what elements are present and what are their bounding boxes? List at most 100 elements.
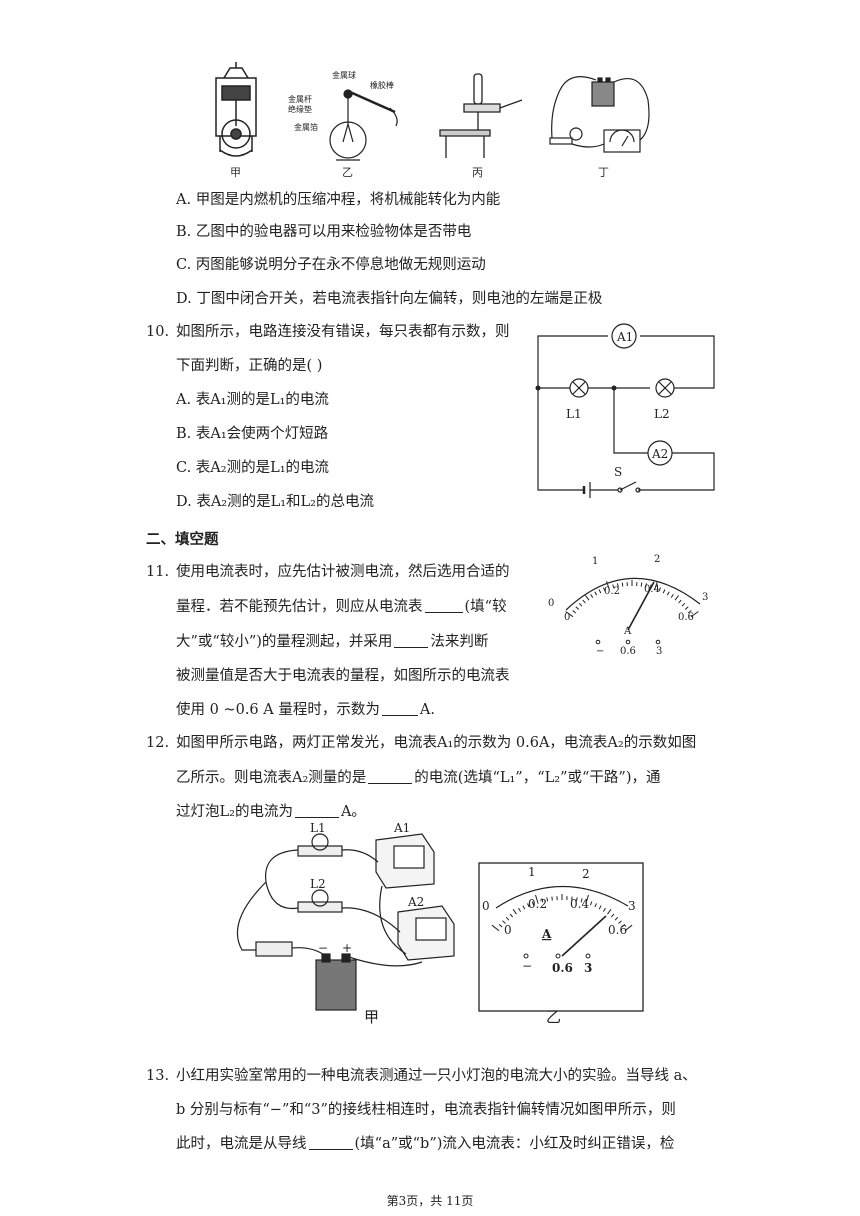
q12-scale-tick [505, 916, 510, 921]
q13-number: 13. [146, 1068, 170, 1084]
q11-scale-tick [575, 606, 580, 610]
q10-label-l1: L1 [566, 407, 582, 421]
test-tube-figure [439, 73, 523, 158]
q12-scale-tick [624, 924, 633, 932]
q11-scale-tick [674, 595, 680, 601]
q11-terminal-06: 0.6 [620, 646, 636, 657]
q11-line-3: 大”或“较小”)的量程测起，并采用法来判断 [176, 633, 489, 650]
q11-scale-tick [670, 594, 674, 598]
q10-line-1: 如图所示，电路连接没有错误，每只表都有示数，则 [176, 324, 510, 340]
q11-terminal-3: 3 [656, 646, 662, 657]
q12-caption-jia: 甲 [364, 1008, 380, 1026]
q11-scale-tick [662, 589, 666, 594]
q11-scale-tick [666, 591, 670, 596]
q11-blank-2[interactable] [394, 633, 429, 648]
q11-scale-tick [590, 594, 594, 598]
q11-scale-tick [640, 582, 643, 587]
q12-big-tick-3: 3 [628, 899, 636, 913]
q12-label-pos: + [342, 941, 352, 955]
q12-scale-tick [585, 894, 589, 904]
battery-meter-figure [549, 76, 650, 153]
q11-blank-3[interactable] [381, 701, 418, 716]
svg-text:绝缘垫: 绝缘垫 [288, 104, 312, 114]
q12-scale-tick [621, 924, 626, 928]
q12-scale-tick [502, 920, 506, 924]
q12-scale-tick [518, 907, 522, 912]
q11-scale-tick [565, 611, 574, 618]
q12-scale-tick [531, 901, 535, 906]
q11-scale-tick [621, 582, 624, 587]
q10-number: 10. [146, 324, 170, 340]
q11-number: 11. [146, 564, 170, 580]
q12-scale-tick [580, 898, 583, 903]
svg-text:金属箔: 金属箔 [294, 122, 318, 132]
q10-option-c: C. 表A₂测的是L₁的电流 [176, 460, 330, 476]
q11-scale-tick [582, 599, 586, 604]
svg-text:丙: 丙 [472, 166, 483, 179]
q12-scale-tick [618, 920, 622, 924]
top-figure-captions: 甲 乙 丙 丁 [230, 166, 609, 179]
q11-big-tick-3: 3 [702, 592, 708, 603]
section-title: 二、填空题 [146, 531, 219, 548]
q12-big-tick-0: 0 [482, 899, 490, 913]
q9-option-b: B. 乙图中的验电器可以用来检验物体是否带电 [176, 224, 472, 240]
q10-label-s: S [614, 465, 622, 479]
q12-scale-tick [611, 913, 615, 918]
q12-scale-tick [491, 924, 500, 932]
q12-big-tick-2: 2 [582, 867, 590, 881]
q12-blank-2[interactable] [294, 803, 339, 818]
q11-big-tick-2: 2 [654, 554, 660, 565]
q12-blank-1[interactable] [368, 769, 413, 784]
q12-line-2: 乙所示。则电流表A₂测量的是的电流(选填“L₁”，“L₂”或“干路”)，通 [176, 769, 661, 786]
q12-label-a2: A2 [407, 895, 424, 909]
q11-line-2: 量程．若不能预先估计，则应从电流表(填“较 [176, 598, 507, 615]
q12-scale-tick [509, 913, 513, 918]
q12-scale-tick [522, 905, 526, 910]
q12-scale-tick [575, 897, 578, 902]
q10-line-2: 下面判断，正确的是( ) [176, 358, 323, 374]
svg-text:金属杆: 金属杆 [288, 94, 312, 104]
q12-small-tick-0: 0 [504, 923, 512, 937]
q12-label-l1: L1 [310, 822, 326, 835]
q11-scale-tick [684, 606, 689, 610]
q11-scale-tick [572, 610, 577, 614]
q11-terminal-neg: − [596, 646, 604, 657]
svg-text:乙: 乙 [342, 166, 353, 179]
q11-scale-tick [612, 584, 615, 589]
svg-text:丁: 丁 [598, 166, 609, 179]
q11-ammeter-dial: 0 1 2 3 0 0.2 0.4 0.6 A − 0.6 3 [548, 554, 708, 657]
q12-scale-tick [527, 903, 530, 908]
q12-label-neg: − [318, 941, 328, 955]
q11-scale-tick [658, 587, 661, 592]
q12-number: 12. [146, 735, 170, 751]
electroscope-figure [329, 89, 398, 161]
q11-line-4: 被测量值是否大于电流表的量程，如图所示的电流表 [176, 668, 510, 684]
q12-small-tick-2: 0.4 [570, 897, 589, 911]
q11-small-tick-3: 0.6 [678, 612, 694, 623]
q11-small-tick-2: 0.4 [644, 584, 660, 595]
q12-scale-tick [607, 909, 612, 915]
q12-ammeter-dial: 0 1 2 3 0 0.2 0.4 0.6 A − 0.6 3 [478, 862, 644, 1012]
q12-scale-tick [589, 901, 593, 906]
q12-unit: A [541, 927, 552, 941]
q12-scale-tick [535, 894, 539, 904]
q10-label-a1: A1 [616, 330, 633, 344]
q11-scale-tick [690, 611, 699, 618]
q12-terminal-neg: − [522, 959, 532, 973]
q11-scale-tick [617, 583, 619, 588]
q10-label-a2: A2 [651, 447, 668, 461]
q11-scale-tick [606, 580, 610, 590]
q11-scale-tick [578, 602, 583, 607]
q10-label-l2: L2 [654, 407, 670, 421]
q11-scale-tick [603, 587, 606, 592]
q12-terminal-3: 3 [584, 961, 592, 975]
q11-scale-tick [687, 610, 692, 614]
q11-blank-1[interactable] [424, 598, 463, 613]
q11-small-tick-1: 0.2 [604, 586, 620, 597]
q11-scale-tick [585, 595, 590, 601]
q13-blank-1[interactable] [308, 1135, 353, 1150]
q12-scale-tick [594, 903, 597, 908]
q12-label-l2: L2 [310, 877, 326, 891]
